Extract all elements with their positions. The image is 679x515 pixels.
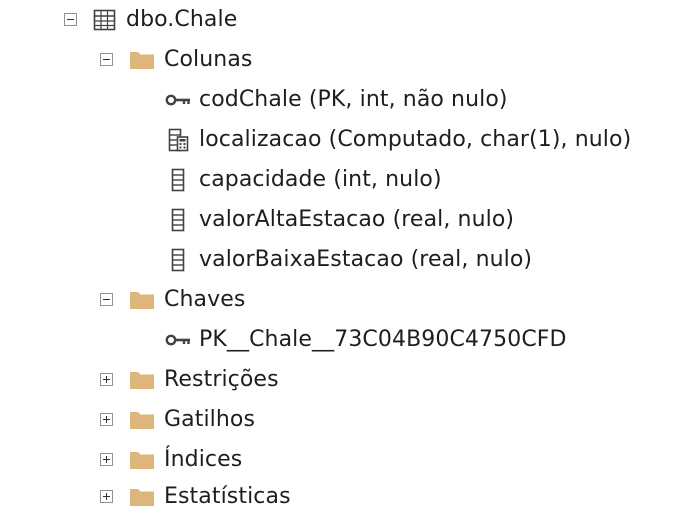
folder-icon [128,288,156,312]
key-icon [164,88,192,112]
expand-toggle[interactable] [100,453,113,466]
computed-column-icon [164,128,192,152]
column-label: valorBaixaEstacao (real, nulo) [199,247,533,272]
tree-node-column[interactable]: capacidade (int, nulo) [0,162,679,198]
tree-node-table[interactable]: dbo.Chale [0,2,679,38]
collapse-toggle[interactable] [100,53,113,66]
expand-toggle[interactable] [100,413,113,426]
tree-node-key[interactable]: PK__Chale__73C04B90C4750CFD [0,322,679,358]
folder-icon [128,485,156,509]
folder-icon [128,368,156,392]
column-icon [164,208,192,232]
folder-label: Colunas [164,47,253,72]
column-icon [164,168,192,192]
table-icon [92,8,120,32]
tree-node-column[interactable]: localizacao (Computado, char(1), nulo) [0,122,679,158]
folder-label: Chaves [164,287,246,312]
tree-node-folder-chaves[interactable]: Chaves [0,282,679,318]
tree-node-folder-indices[interactable]: Índices [0,442,679,478]
column-label: codChale (PK, int, não nulo) [199,87,508,112]
folder-icon [128,48,156,72]
folder-label: Estatísticas [164,484,291,509]
column-label: localizacao (Computado, char(1), nulo) [199,127,632,152]
tree-node-column[interactable]: valorAltaEstacao (real, nulo) [0,202,679,238]
tree-node-folder-colunas[interactable]: Colunas [0,42,679,78]
folder-label: Gatilhos [164,407,256,432]
tree-node-folder-gatilhos[interactable]: Gatilhos [0,402,679,438]
column-label: capacidade (int, nulo) [199,167,442,192]
folder-icon [128,408,156,432]
folder-label: Restrições [164,367,279,392]
tree-node-folder-restricoes[interactable]: Restrições [0,362,679,398]
key-icon [164,328,192,352]
folder-label: Índices [164,447,243,472]
column-icon [164,248,192,272]
collapse-toggle[interactable] [64,13,77,26]
collapse-toggle[interactable] [100,293,113,306]
column-label: valorAltaEstacao (real, nulo) [199,207,515,232]
expand-toggle[interactable] [100,490,113,503]
tree-node-folder-estatisticas[interactable]: Estatísticas [0,479,679,515]
key-label: PK__Chale__73C04B90C4750CFD [199,327,567,352]
tree-node-column[interactable]: valorBaixaEstacao (real, nulo) [0,242,679,278]
table-label: dbo.Chale [126,7,238,32]
tree-node-column[interactable]: codChale (PK, int, não nulo) [0,82,679,118]
folder-icon [128,448,156,472]
expand-toggle[interactable] [100,373,113,386]
